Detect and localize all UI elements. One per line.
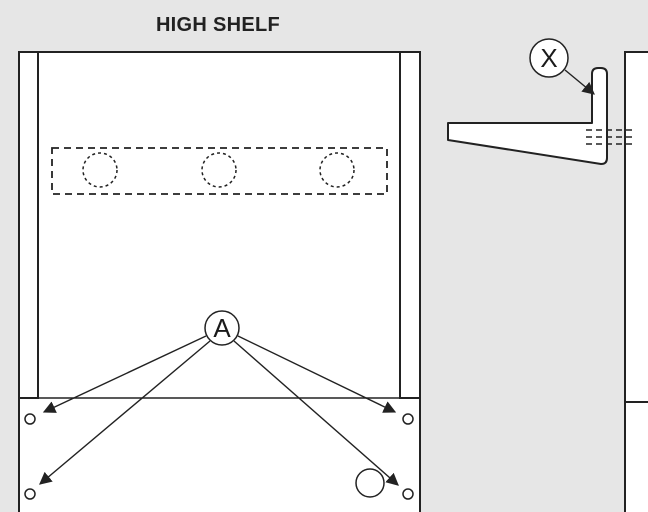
arrow-a-top-right xyxy=(237,335,397,413)
screw-hole-bottom-right xyxy=(402,488,414,500)
hidden-bracket-outline xyxy=(51,147,388,195)
side-wall-lower xyxy=(624,401,648,512)
front-view: A xyxy=(18,51,421,512)
shelf-profile xyxy=(447,67,608,165)
right-rail xyxy=(399,51,421,399)
hidden-hole-2 xyxy=(201,152,237,188)
callout-a-circle xyxy=(204,310,240,346)
callout-a-label: A xyxy=(213,313,231,343)
screw-hole-top-right xyxy=(402,413,414,425)
arrow-a-top-left xyxy=(42,335,207,413)
arrow-x xyxy=(564,69,595,95)
callout-x-label: X xyxy=(540,43,557,73)
callout-x-circle xyxy=(529,38,569,78)
back-panel xyxy=(18,51,421,512)
wall-anchor-circle xyxy=(355,468,385,498)
side-wall-upper xyxy=(624,51,648,403)
screw-hole-top-left xyxy=(24,413,36,425)
left-rail xyxy=(18,51,39,399)
side-view: X xyxy=(447,38,648,512)
arrow-a-bottom-right xyxy=(233,340,399,486)
arrow-a-bottom-left xyxy=(39,340,211,485)
diagram-title: HIGH SHELF xyxy=(155,14,281,36)
screw-hole-bottom-left xyxy=(24,488,36,500)
hidden-hole-3 xyxy=(319,152,355,188)
hidden-hole-1 xyxy=(82,152,118,188)
